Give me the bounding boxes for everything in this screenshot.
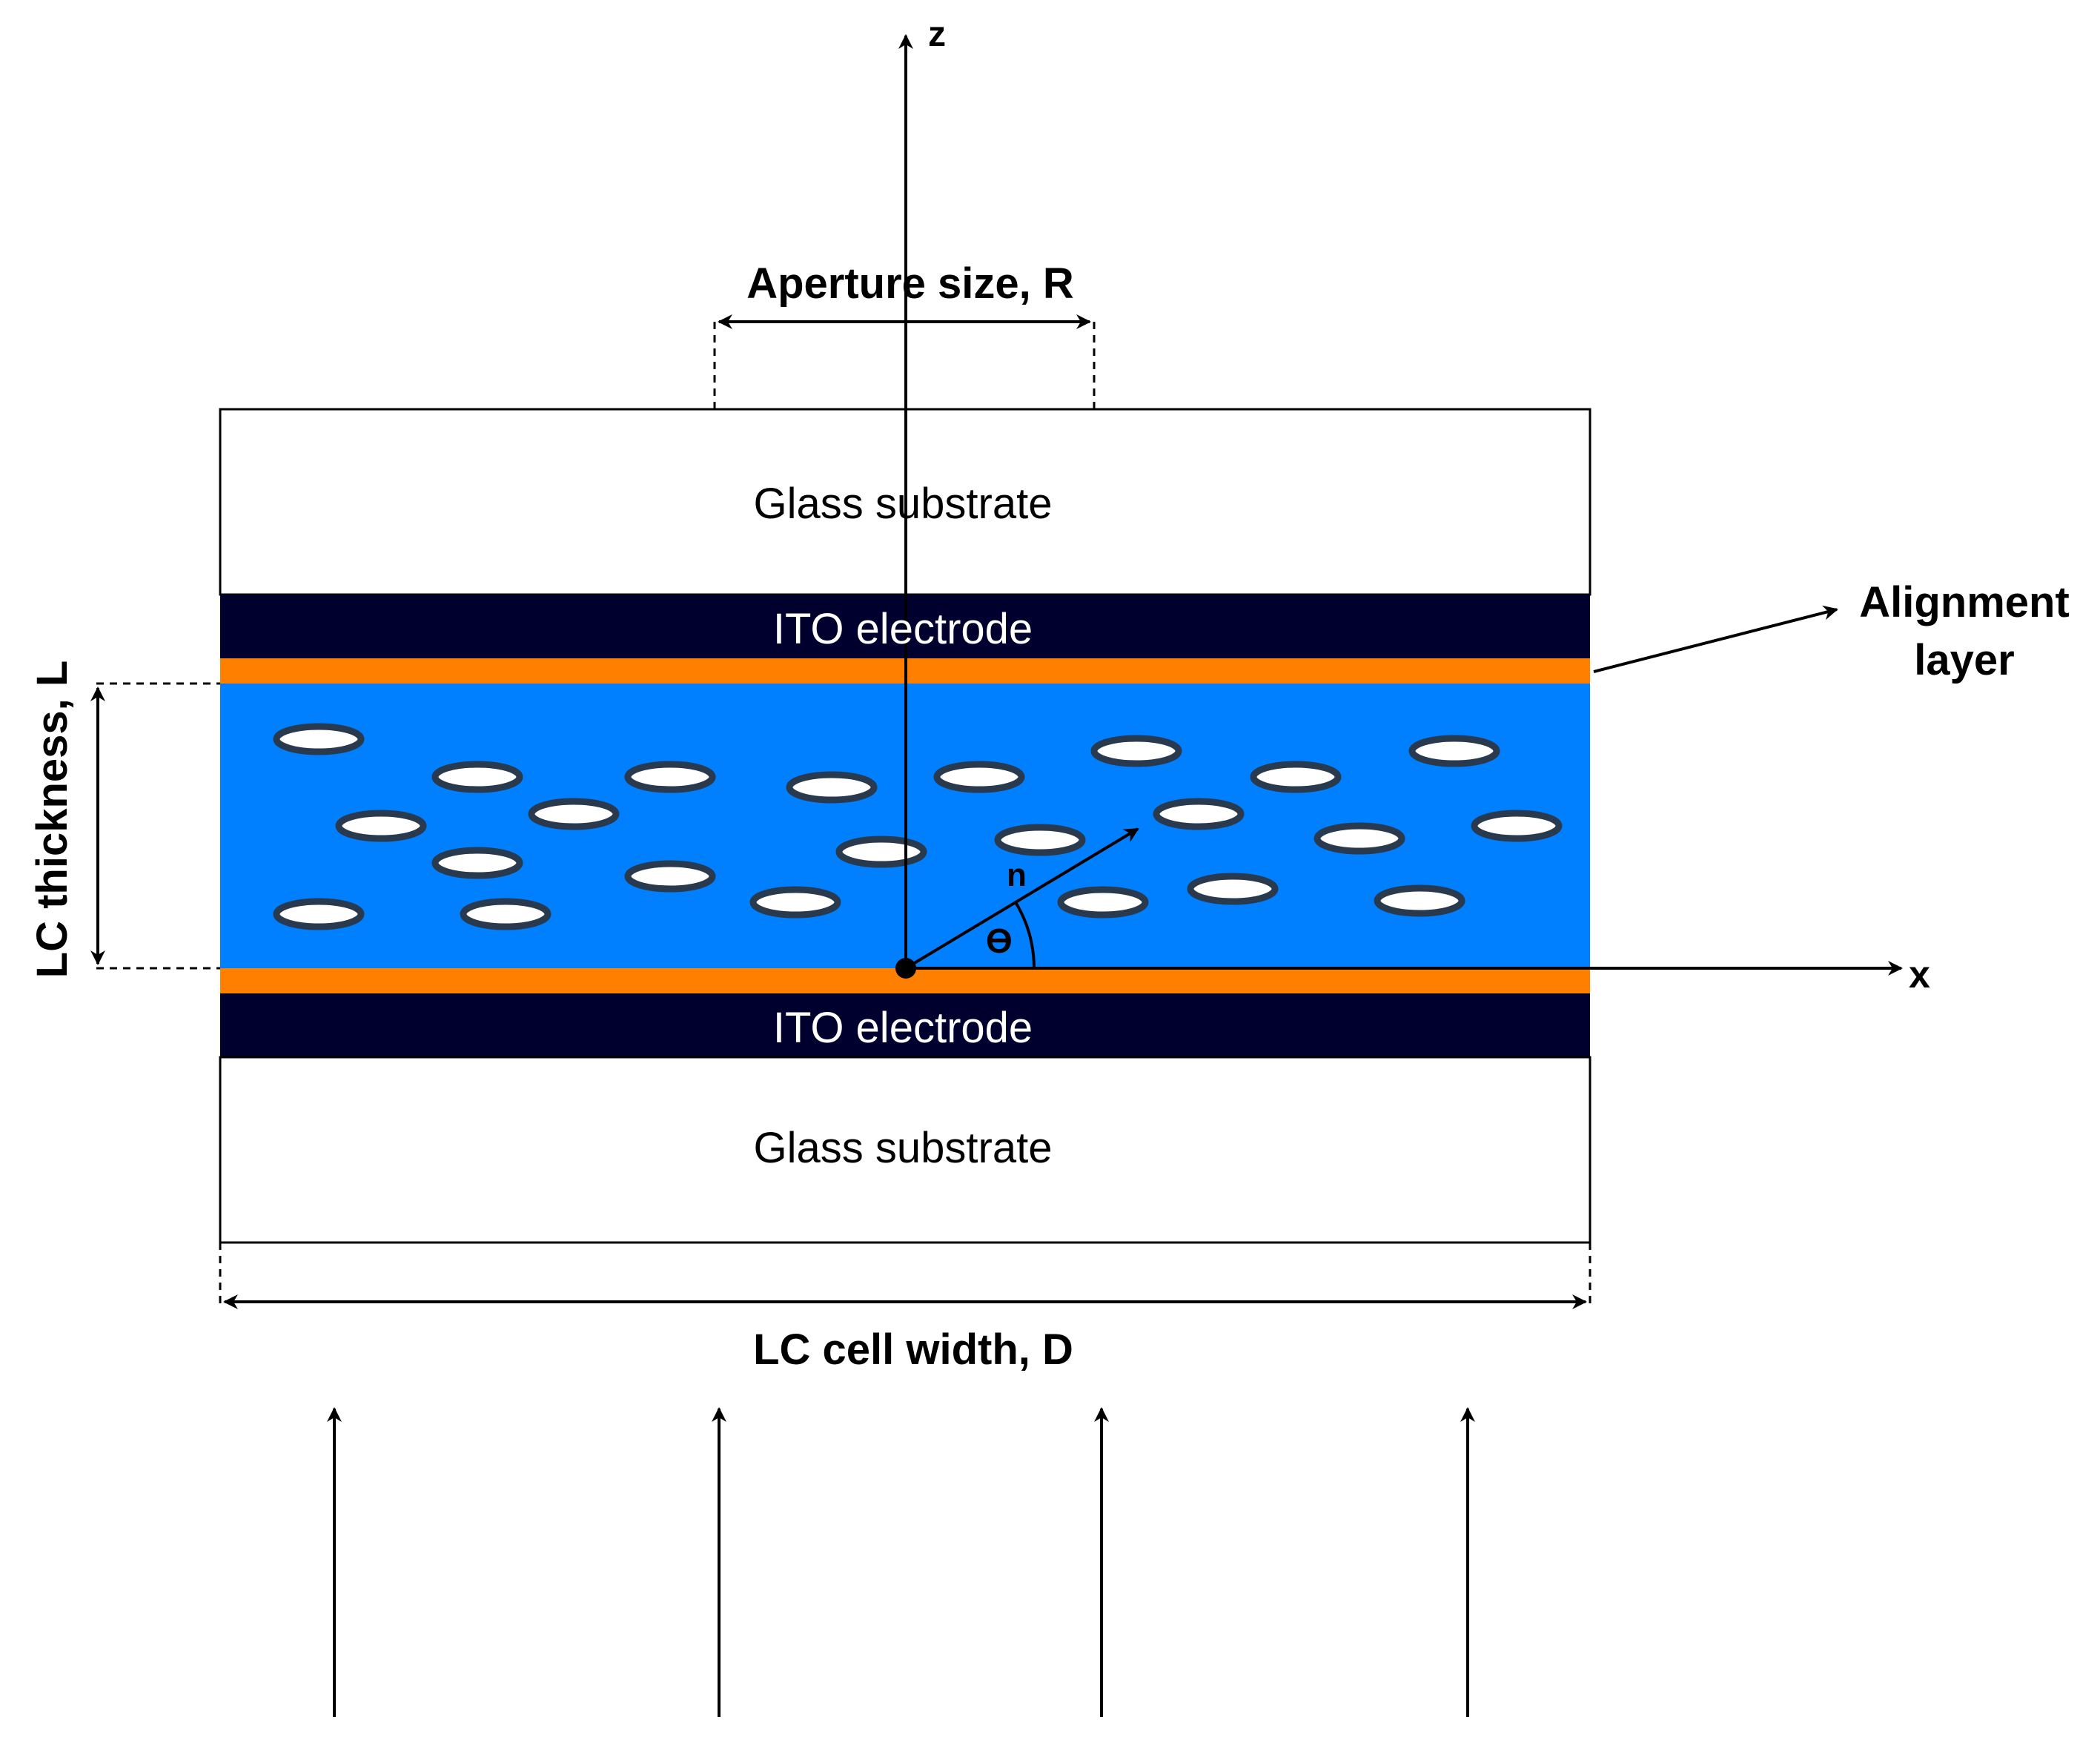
lc-cell-width-label: LC cell width, D [753,1326,1073,1374]
ito-electrode-top-label: ITO electrode [773,605,1033,653]
ito-electrode-bottom-label: ITO electrode [773,1004,1033,1052]
lc-molecule [1374,884,1465,917]
lc-molecule [431,761,523,793]
lc-molecule [786,771,878,804]
glass-substrate-top-label: Glass substrate [754,480,1053,528]
lc-molecule [1314,822,1405,855]
alignment-label-line2: layer [1914,636,2014,684]
lc-molecule [460,898,552,930]
lc-molecule [1471,810,1563,842]
lc-molecule [933,761,1025,793]
ito-electrode-bottom [220,993,1590,1057]
lc-molecules [273,723,1563,930]
glass-substrate-bottom [219,1056,1591,1244]
lc-molecule [1153,798,1245,830]
lc-molecule [624,761,716,793]
aperture-label: Aperture size, R [746,259,1074,308]
alignment-callout-arrow [1593,605,1838,673]
lc-thickness-label: LC thickness, L [28,661,76,979]
angle-label: ϴ [986,922,1013,960]
director-vector [904,827,1139,970]
lc-molecule [1250,761,1342,793]
lc-molecule [528,798,620,830]
lc-molecule [1057,886,1149,919]
director-label: n [1007,857,1027,893]
alignment-label-line1: Alignment [1859,578,2070,626]
lc-molecule [835,836,927,868]
lc-molecule [624,860,716,893]
lc-molecule [1090,735,1182,767]
x-axis-label: x [1909,953,1930,996]
lc-molecule [994,824,1086,856]
angle-arc [1014,901,1036,969]
lc-molecule [273,723,365,755]
lc-molecule [1187,873,1279,905]
glass-substrate-bottom-label: Glass substrate [754,1124,1053,1172]
lc-molecule [431,847,523,879]
z-axis-label: z [928,15,946,54]
lc-molecule [273,898,365,930]
lc-molecule [1408,735,1500,767]
incident-light-arrows [327,1407,1475,1717]
lc-molecule [749,886,841,919]
lc-molecule [335,810,427,842]
